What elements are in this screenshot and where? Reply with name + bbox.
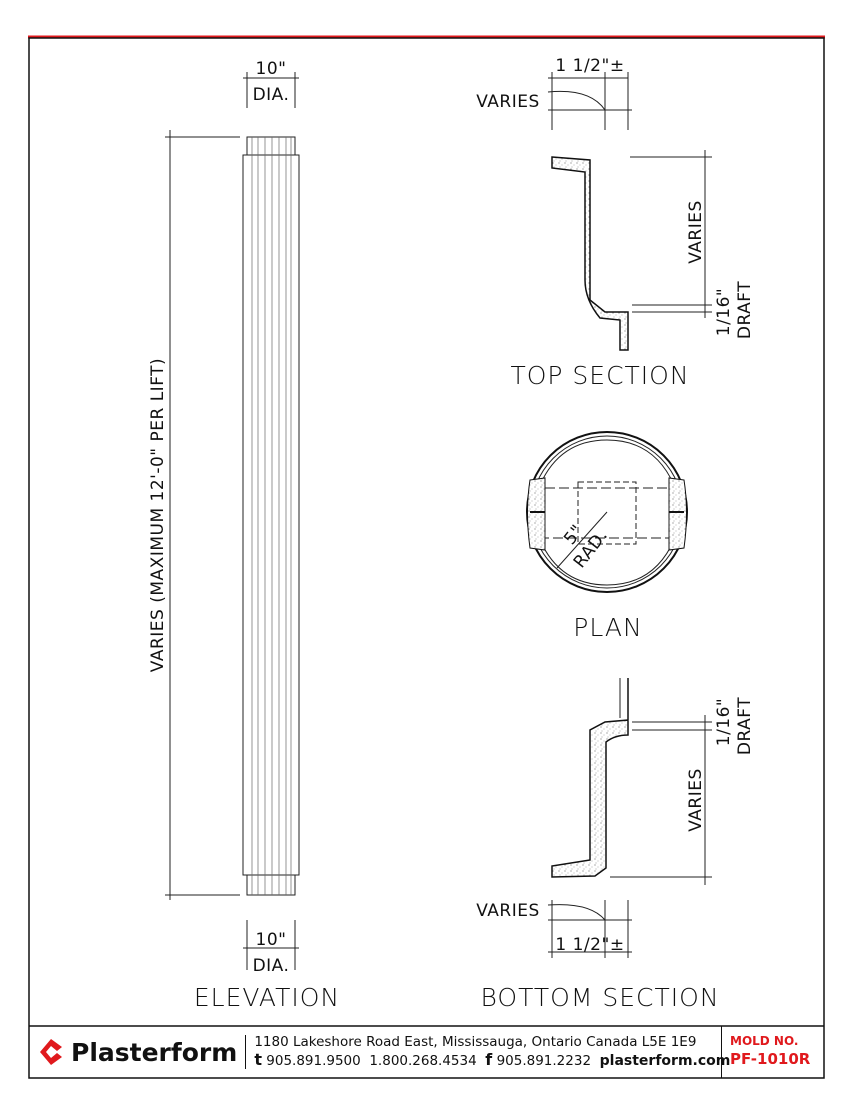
top-section-title: TOP SECTION	[510, 361, 689, 390]
plan-view	[526, 431, 688, 593]
bottom-section-varies-height: VARIES	[686, 768, 706, 832]
elevation-title: ELEVATION	[194, 983, 340, 1012]
top-section-view	[547, 72, 712, 351]
plan-title: PLAN	[573, 613, 642, 642]
elevation-view	[165, 72, 300, 970]
mold-number: PF-1010R	[730, 1050, 811, 1068]
bottom-section-draft-label: DRAFT	[735, 697, 755, 755]
tollfree: 1.800.268.4534	[369, 1053, 477, 1069]
top-section-draft-label: DRAFT	[735, 281, 755, 339]
website-link[interactable]: plasterform.com	[599, 1053, 731, 1069]
elevation-top-dim: 10"	[256, 59, 287, 79]
elevation-bottom-dim-sub: DIA.	[253, 956, 290, 976]
title-block: Plasterform 1180 Lakeshore Road East, Mi…	[29, 1026, 824, 1078]
top-section-draft-dim: 1/16"	[714, 288, 734, 337]
plasterform-logo: Plasterform	[37, 1037, 237, 1067]
phone: 905.891.9500	[266, 1053, 361, 1069]
footer-separator	[245, 1035, 247, 1069]
fax: 905.891.2232	[496, 1053, 592, 1069]
mold-number-box: MOLD NO. PF-1010R	[721, 1026, 824, 1078]
address: 1180 Lakeshore Road East, Mississauga, O…	[254, 1034, 697, 1050]
bottom-section-width-dim: 1 1/2"±	[555, 935, 624, 955]
brand-name: Plasterform	[71, 1037, 238, 1067]
bottom-section-title: BOTTOM SECTION	[480, 983, 719, 1012]
top-section-varies-height: VARIES	[686, 200, 706, 264]
phone-prefix: t	[254, 1050, 262, 1069]
elevation-bottom-dim: 10"	[256, 930, 287, 950]
mold-label: MOLD NO.	[730, 1034, 799, 1048]
elevation-height-dim: VARIES (MAXIMUM 12'-0" PER LIFT)	[148, 358, 168, 672]
logo-mark-icon	[40, 1039, 62, 1065]
top-section-width-dim: 1 1/2"±	[555, 56, 624, 76]
fax-prefix: f	[485, 1050, 493, 1069]
bottom-section-view	[547, 678, 712, 958]
elevation-top-dim-sub: DIA.	[253, 85, 290, 105]
top-section-varies-left: VARIES	[476, 92, 540, 112]
contact-info: 1180 Lakeshore Road East, Mississauga, O…	[254, 1034, 730, 1070]
bottom-section-draft-dim: 1/16"	[714, 698, 734, 747]
bottom-section-varies-left: VARIES	[476, 901, 540, 921]
sheet-border	[28, 37, 825, 1079]
